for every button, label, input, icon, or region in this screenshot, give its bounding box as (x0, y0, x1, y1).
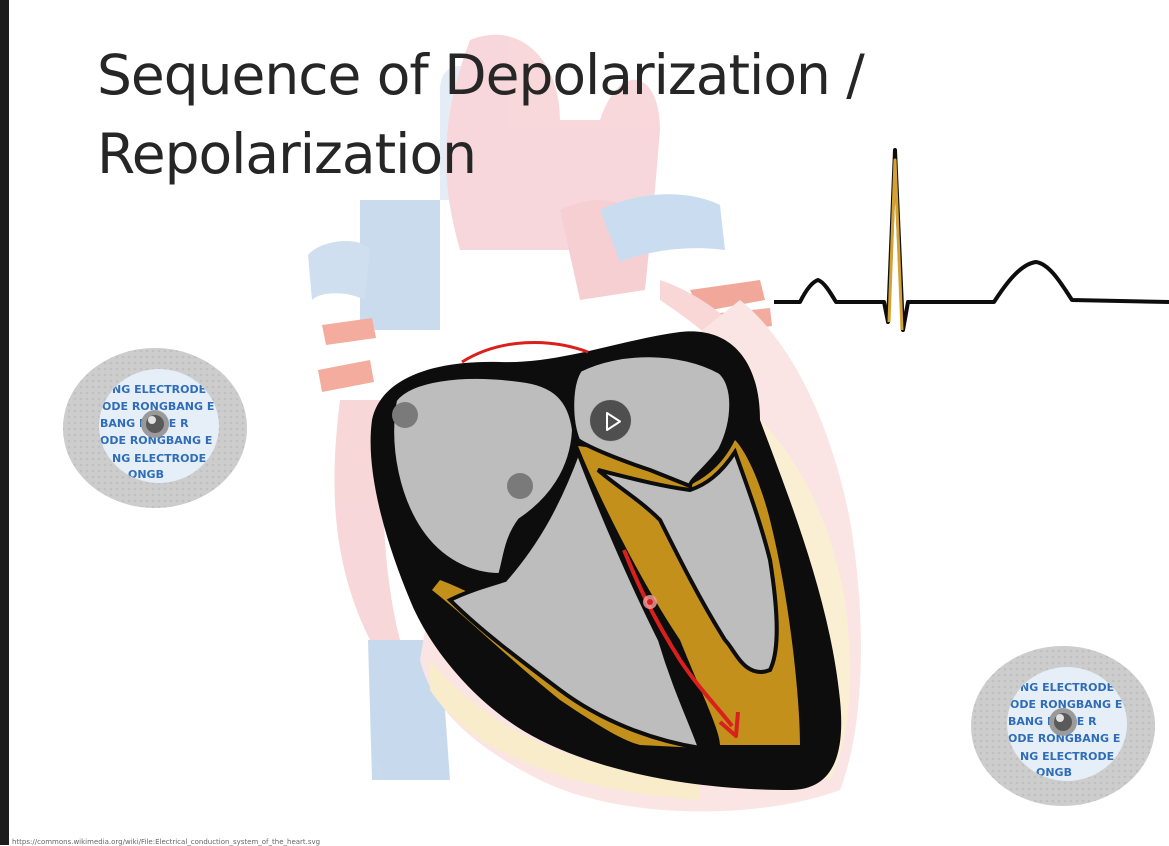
slide-title: Sequence of Depolarization / Repolarizat… (97, 36, 865, 194)
electrode-label-row4: ODE RONGBANG E (100, 434, 212, 447)
electrode2-label-row6: ONGB (1036, 766, 1072, 779)
sa-node (392, 402, 418, 428)
electrode-label-row2: ODE RONGBANG E (102, 400, 214, 413)
slide-title-line2: Repolarization (97, 122, 477, 186)
electrode-pad-left: NG ELECTRODE ODE RONGBANG E BANG E ODE R… (63, 348, 247, 508)
electrode2-label-row2: ODE RONGBANG E (1010, 698, 1122, 711)
interatrial-pathway (461, 341, 589, 364)
electrode2-label-row5: NG ELECTRODE (1020, 750, 1114, 763)
electrode-label-row1: NG ELECTRODE (112, 383, 206, 396)
conduction-arrowhead (718, 711, 740, 738)
conduction-arrow (622, 549, 734, 728)
ecg-trace (774, 148, 1169, 332)
play-button[interactable] (589, 399, 632, 442)
right-atrium (390, 374, 577, 578)
slide-title-line1: Sequence of Depolarization / (97, 43, 865, 107)
play-icon (606, 412, 621, 431)
left-atrium (570, 353, 734, 489)
electrode2-label-row1: NG ELECTRODE (1020, 681, 1114, 694)
av-node (507, 473, 533, 499)
electrode-pad-right: NG ELECTRODE ODE RONGBANG E BANG E ODE R… (971, 646, 1155, 806)
electrode2-label-row4: ODE RONGBANG E (1008, 732, 1120, 745)
left-ventricle (596, 447, 779, 674)
electrode-label-row6: ONGB (128, 468, 164, 481)
left-window-edge (0, 0, 9, 845)
right-ventricle (446, 446, 704, 751)
electrode-label-row5: NG ELECTRODE (112, 452, 206, 465)
image-source-note: https://commons.wikimedia.org/wiki/File:… (12, 838, 321, 846)
